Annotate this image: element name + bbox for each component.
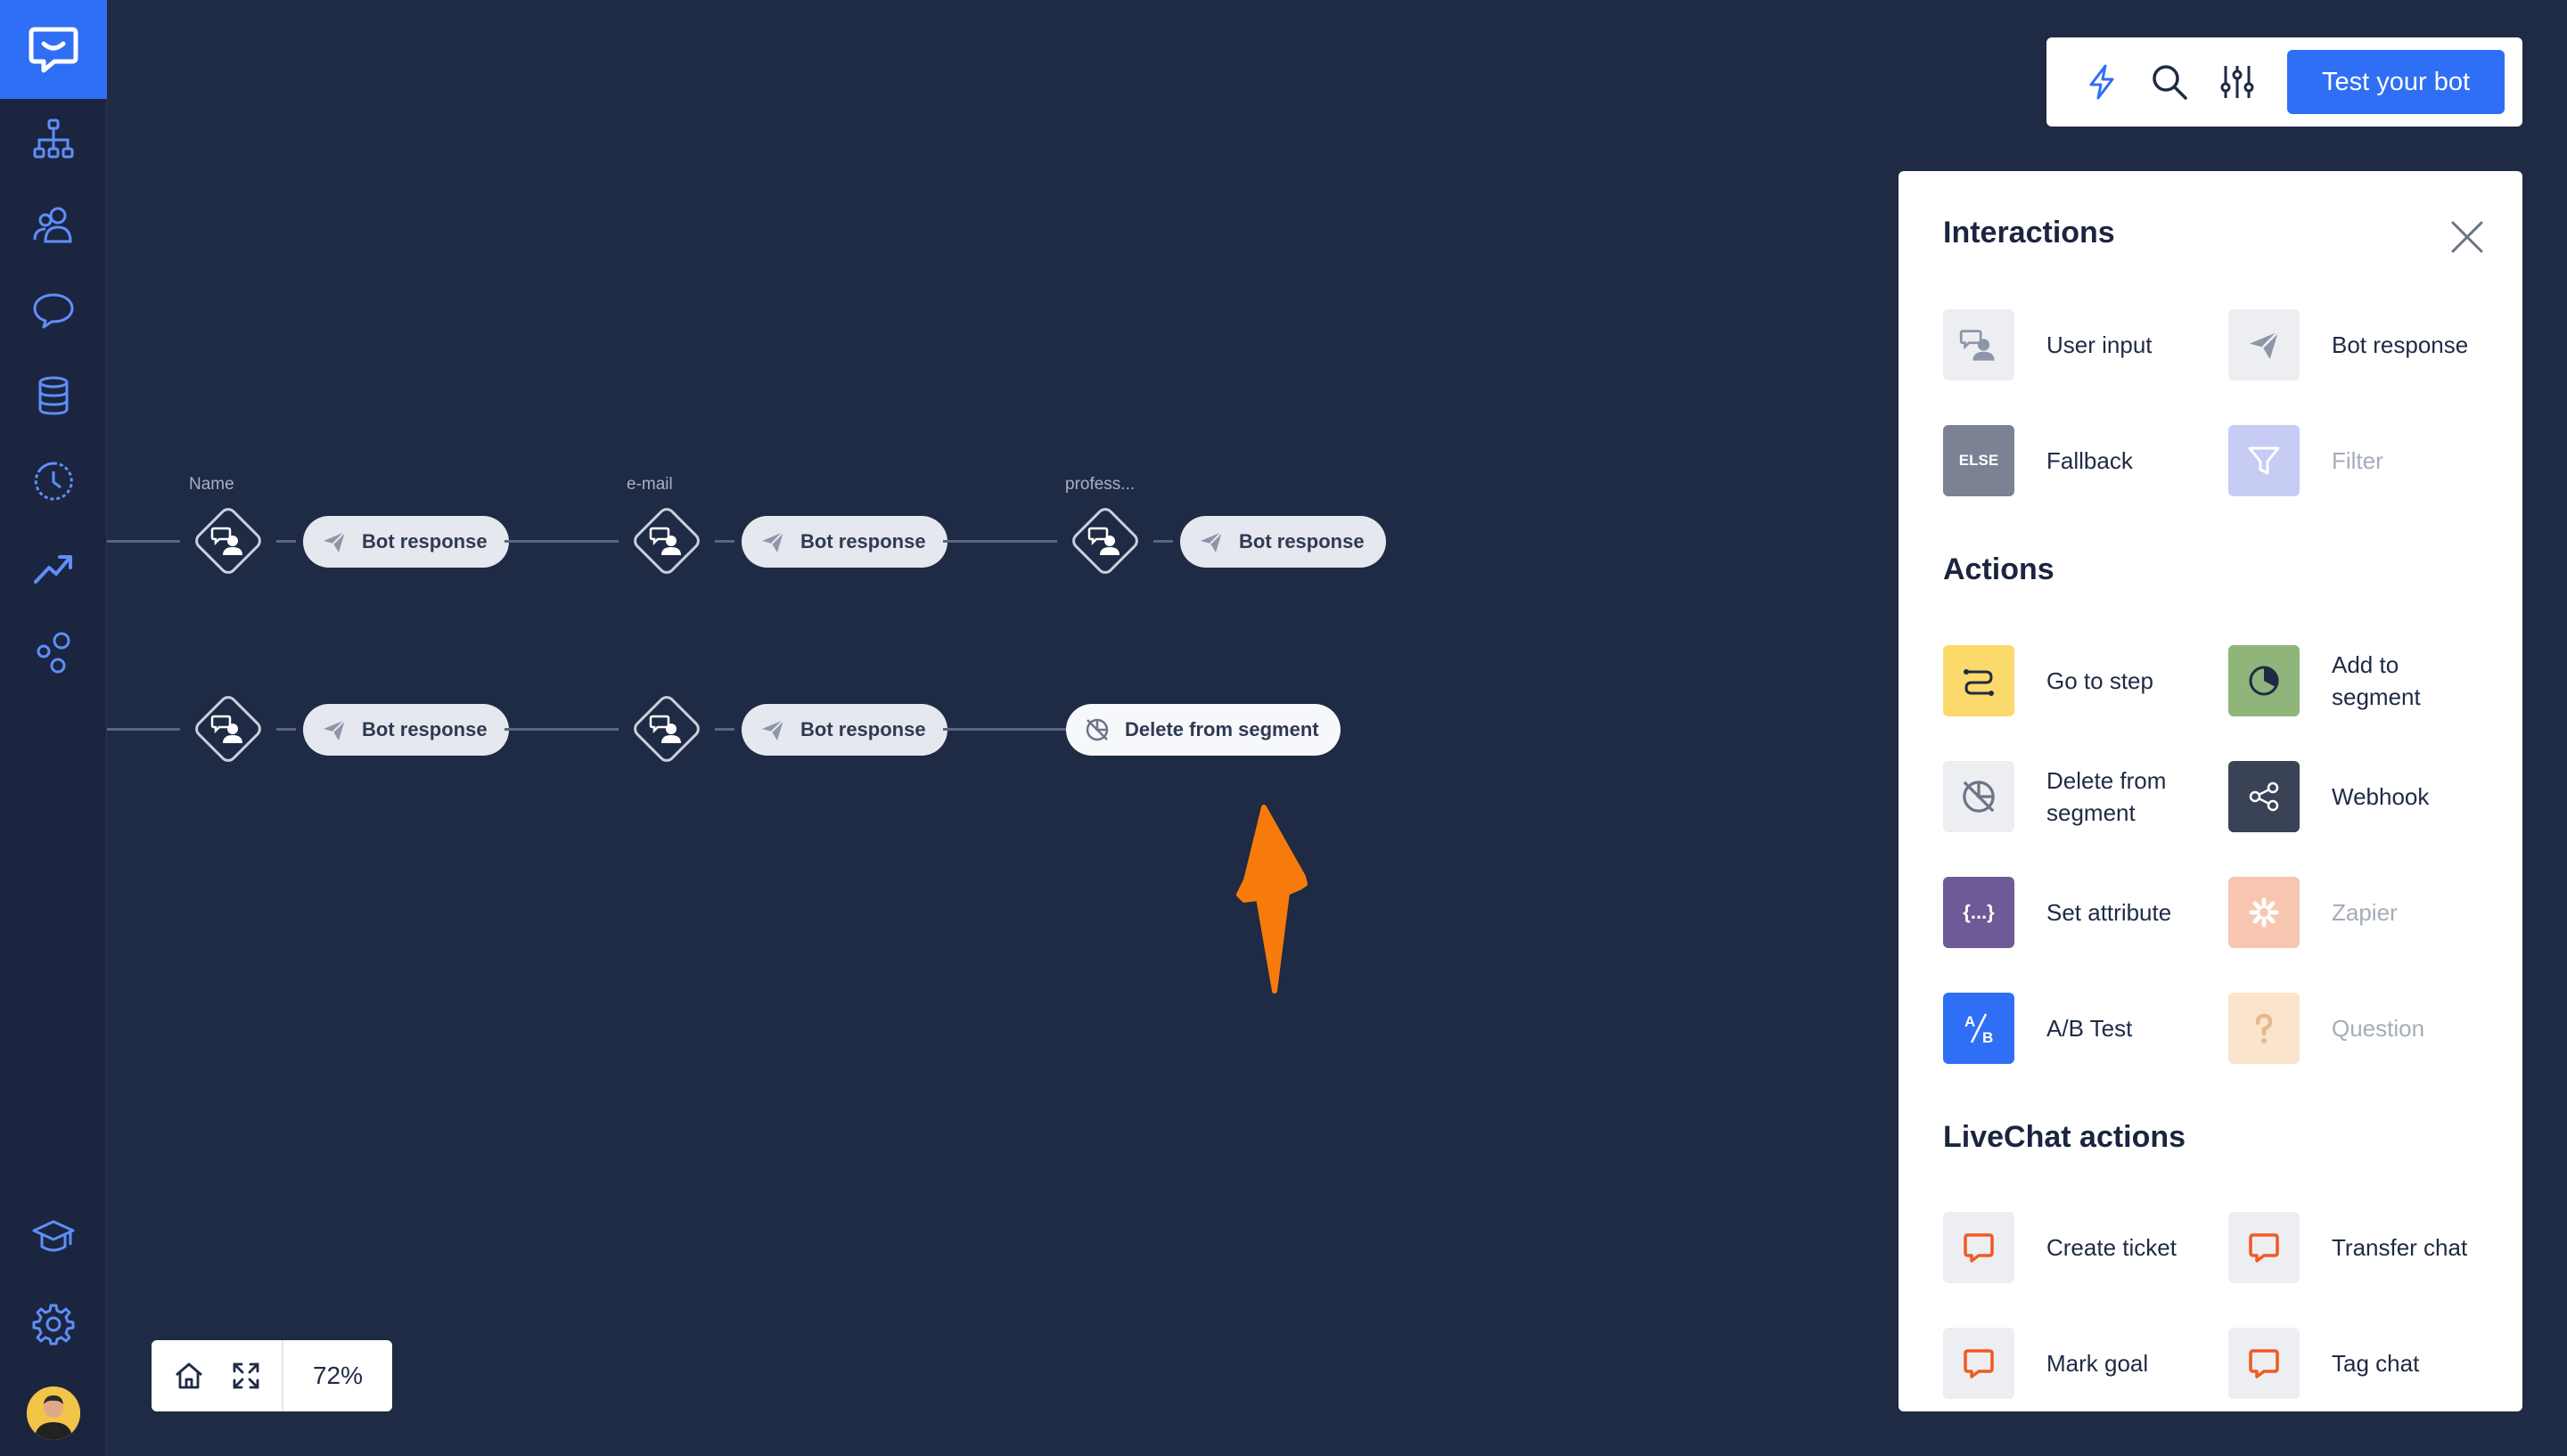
avatar[interactable] bbox=[27, 1386, 80, 1440]
bot-response-node[interactable]: Bot response bbox=[742, 704, 947, 756]
node-label-name: Name bbox=[189, 475, 234, 494]
ab-split-icon: AB bbox=[1964, 1013, 1993, 1046]
search-icon bbox=[2153, 65, 2187, 100]
section-title-interactions: Interactions bbox=[1943, 216, 2115, 249]
lightning-icon bbox=[2089, 64, 2114, 100]
item-create-ticket[interactable]: Create ticket bbox=[1943, 1212, 2198, 1283]
test-your-bot-button[interactable]: Test your bot bbox=[2287, 50, 2505, 114]
paper-plane-icon bbox=[324, 531, 346, 552]
sidebar-item-data[interactable] bbox=[27, 369, 80, 422]
svg-text:B: B bbox=[1982, 1029, 1993, 1046]
sitemap-icon bbox=[33, 119, 74, 159]
expand-icon bbox=[233, 1362, 259, 1389]
top-toolbar: Test your bot bbox=[2046, 37, 2522, 127]
bot-response-node[interactable]: Bot response bbox=[303, 516, 509, 568]
bot-response-node[interactable]: Bot response bbox=[1180, 516, 1386, 568]
divider bbox=[282, 1340, 283, 1411]
user-input-icon bbox=[644, 519, 689, 563]
filters-button[interactable] bbox=[2214, 59, 2260, 105]
livechat-bubble-icon bbox=[2249, 1233, 2279, 1263]
item-add-to-segment[interactable]: Add to segment bbox=[2228, 645, 2483, 716]
item-zapier[interactable]: Zapier bbox=[2228, 877, 2483, 948]
interactions-panel: Interactions User input Bot response ELS… bbox=[1899, 171, 2522, 1411]
sidebar-item-stories[interactable] bbox=[27, 112, 80, 166]
else-badge: ELSE bbox=[1958, 452, 1999, 469]
item-go-to-step[interactable]: Go to step bbox=[1943, 645, 2198, 716]
gear-icon bbox=[32, 1304, 75, 1346]
section-title-livechat: LiveChat actions bbox=[1943, 1120, 2186, 1154]
user-input-icon bbox=[206, 519, 250, 563]
section-title-actions: Actions bbox=[1943, 552, 2054, 586]
trend-up-icon bbox=[34, 555, 72, 584]
close-icon[interactable] bbox=[2448, 217, 2487, 257]
fit-to-screen-button[interactable] bbox=[223, 1353, 269, 1399]
item-fallback[interactable]: ELSE Fallback bbox=[1943, 425, 2198, 496]
item-user-input[interactable]: User input bbox=[1943, 309, 2198, 380]
user-input-icon bbox=[206, 707, 250, 751]
node-label-email: e-mail bbox=[627, 475, 673, 494]
sidebar-item-settings[interactable] bbox=[27, 1297, 80, 1351]
segment-delete-icon bbox=[1963, 781, 1995, 813]
paper-plane-icon bbox=[762, 719, 784, 740]
clock-history-icon bbox=[34, 462, 73, 501]
chat-bubble-icon bbox=[29, 27, 78, 72]
livechat-bubble-icon bbox=[1964, 1233, 1994, 1263]
zoom-level[interactable]: 72% bbox=[312, 1362, 364, 1389]
livechat-bubble-icon bbox=[2249, 1349, 2279, 1378]
sliders-icon bbox=[2220, 66, 2254, 98]
share-nodes-icon bbox=[2249, 781, 2279, 812]
livechat-bubble-icon bbox=[1964, 1349, 1994, 1378]
user-input-icon bbox=[1083, 519, 1128, 563]
sidebar-item-integrations[interactable] bbox=[27, 626, 80, 679]
pointer-arrow-icon bbox=[1236, 805, 1308, 994]
graduation-cap-icon bbox=[32, 1220, 75, 1252]
funnel-icon bbox=[2248, 446, 2280, 475]
item-mark-goal[interactable]: Mark goal bbox=[1943, 1328, 2198, 1399]
database-icon bbox=[38, 376, 69, 415]
search-button[interactable] bbox=[2146, 59, 2193, 105]
user-input-icon bbox=[644, 707, 689, 751]
paper-plane-icon bbox=[762, 531, 784, 552]
item-set-attribute[interactable]: {...} Set attribute bbox=[1943, 877, 2198, 948]
home-icon bbox=[176, 1362, 202, 1389]
paper-plane-icon bbox=[324, 719, 346, 740]
asterisk-icon bbox=[2249, 897, 2279, 928]
home-view-button[interactable] bbox=[166, 1353, 212, 1399]
paper-plane-icon bbox=[2250, 331, 2279, 359]
bubbles-icon bbox=[37, 632, 70, 674]
braces-badge: {...} bbox=[1963, 901, 1995, 923]
node-label-profession: profess... bbox=[1065, 475, 1136, 494]
item-bot-response[interactable]: Bot response bbox=[2228, 309, 2483, 380]
item-tag-chat[interactable]: Tag chat bbox=[2228, 1328, 2483, 1399]
svg-text:A: A bbox=[1964, 1013, 1975, 1030]
users-icon bbox=[33, 207, 72, 243]
delete-from-segment-node[interactable]: Delete from segment bbox=[1066, 704, 1341, 756]
zoom-controls: 72% bbox=[152, 1340, 392, 1411]
chatbot-logo[interactable] bbox=[0, 0, 107, 99]
speech-bubble-icon bbox=[33, 293, 74, 329]
user-avatar-icon bbox=[27, 1386, 80, 1440]
segment-delete-icon bbox=[1086, 718, 1109, 741]
bot-response-node[interactable]: Bot response bbox=[303, 704, 509, 756]
item-transfer-chat[interactable]: Transfer chat bbox=[2228, 1212, 2483, 1283]
route-icon bbox=[1964, 669, 1994, 696]
paper-plane-icon bbox=[1201, 531, 1223, 552]
pie-segment-icon bbox=[2249, 666, 2279, 696]
sidebar bbox=[0, 0, 107, 1456]
sidebar-item-reports[interactable] bbox=[27, 540, 80, 593]
bot-response-node[interactable]: Bot response bbox=[742, 516, 947, 568]
item-filter[interactable]: Filter bbox=[2228, 425, 2483, 496]
shortcuts-button[interactable] bbox=[2079, 59, 2125, 105]
sidebar-item-chats[interactable] bbox=[27, 283, 80, 337]
sidebar-item-history[interactable] bbox=[27, 454, 80, 508]
sidebar-item-audience[interactable] bbox=[27, 198, 80, 251]
sidebar-item-academy[interactable] bbox=[27, 1210, 80, 1264]
item-question[interactable]: Question bbox=[2228, 993, 2483, 1064]
user-input-icon bbox=[1959, 330, 1995, 361]
item-delete-from-segment[interactable]: Delete from segment bbox=[1943, 761, 2198, 832]
item-webhook[interactable]: Webhook bbox=[2228, 761, 2483, 832]
question-mark-icon bbox=[2255, 1013, 2273, 1043]
